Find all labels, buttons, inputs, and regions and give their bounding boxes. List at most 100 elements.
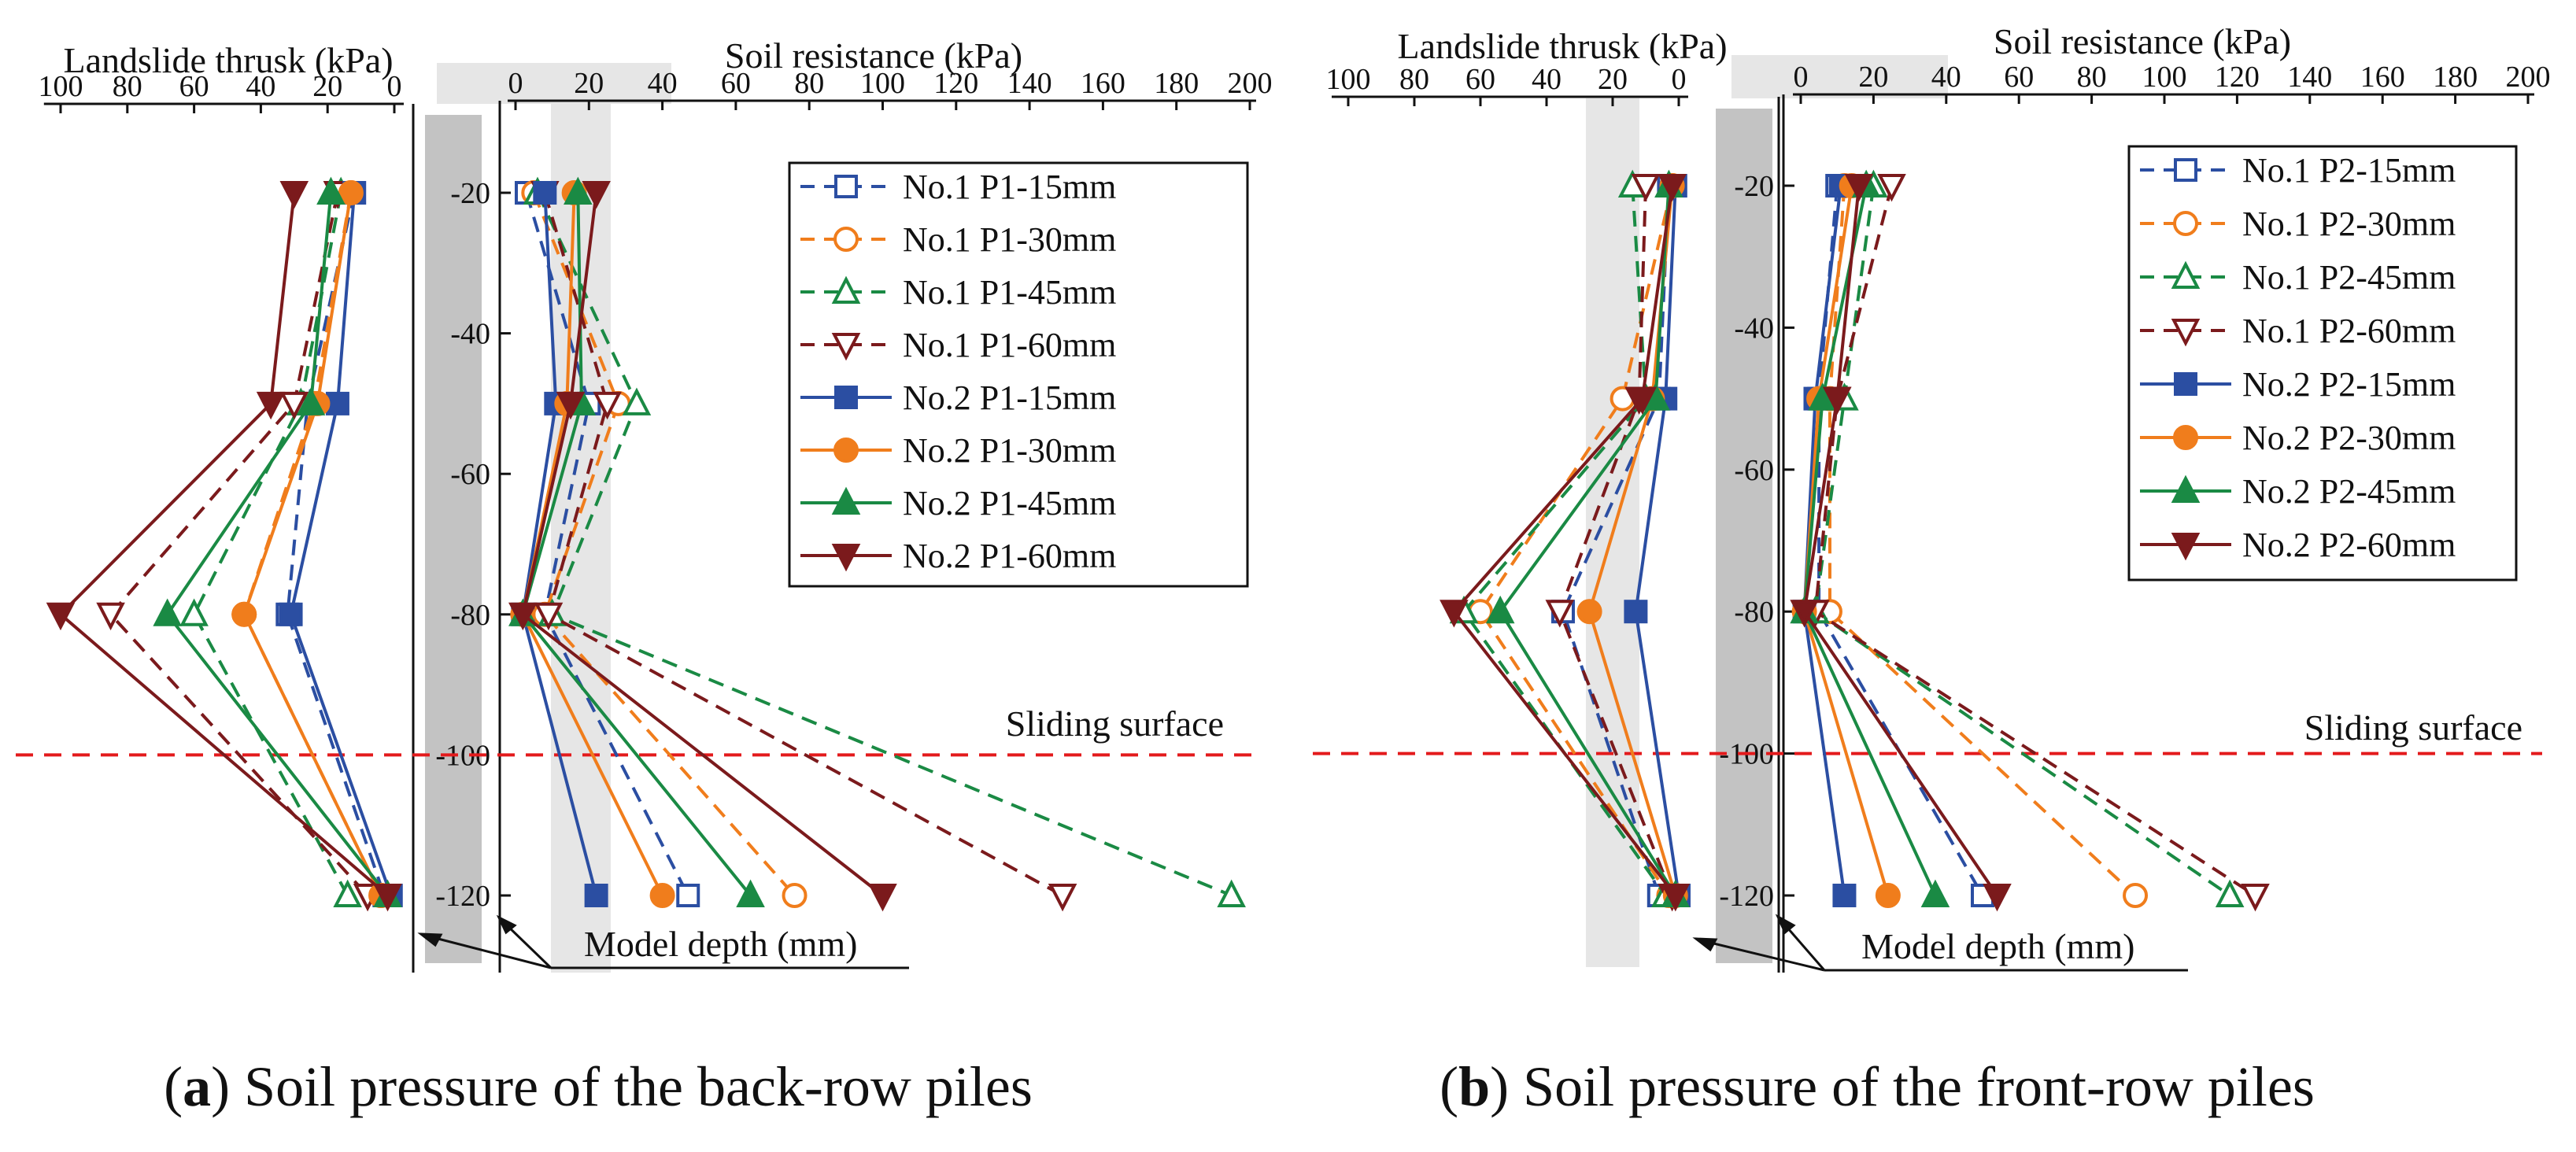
panel-a-series-1-resistance-point — [676, 884, 700, 907]
panel-a-resistance-tick-label: 160 — [1081, 67, 1125, 100]
panel-a-series-4-thrust-point — [96, 602, 125, 631]
panel-b-series-4-resistance-line — [1813, 185, 2256, 897]
panel-b-resistance-tick-label: 80 — [2077, 61, 2107, 94]
panel-a-caption-text: Soil pressure of the back-row piles — [230, 1055, 1033, 1118]
panel-b-thrust-tick-label: 80 — [1399, 63, 1429, 96]
panel-a-thrust-tick-label: 0 — [387, 70, 402, 103]
panel-a-series-7-thrust-line — [165, 192, 390, 897]
panel-a-series-8-thrust-line — [58, 192, 389, 897]
panel-a-right-axis-title: Soil resistance (kPa) — [725, 35, 1022, 76]
panel-b-legend-label: No.2 P2-30mm — [2242, 419, 2456, 457]
panel-b-legend-marker — [2171, 474, 2201, 503]
panel-b-right-axis-title: Soil resistance (kPa) — [1994, 21, 2291, 61]
panel-b-light-band-top — [1732, 55, 1948, 98]
panel-a-caption: (a) Soil pressure of the back-row piles — [164, 1055, 1033, 1118]
panel-a-series-1-resistance-line — [525, 192, 690, 896]
panel-b-depth-tick-label: -20 — [1734, 170, 1774, 203]
panel-b-legend-label: No.2 P2-15mm — [2242, 365, 2456, 404]
panel-b-legend-label: No.1 P2-60mm — [2242, 312, 2456, 350]
panel-b-series-7-thrust-line — [1498, 185, 1677, 897]
panel-b-series-4-thrust-point — [1631, 174, 1661, 202]
panel-a-series-7-resistance-line — [521, 192, 752, 897]
panel-b-series-8-resistance-point — [1983, 884, 2012, 912]
panel-a-legend-marker — [831, 544, 861, 572]
panel-a-resistance-tick-label: 140 — [1007, 67, 1052, 100]
panel-a-series-3-resistance-point — [622, 387, 652, 415]
panel-a-thrust-tick-label: 60 — [179, 70, 209, 103]
panel-b-legend-label: No.1 P2-45mm — [2242, 258, 2456, 297]
panel-a-resistance-tick-label: 100 — [860, 67, 905, 100]
panel-b-legend-marker — [2173, 425, 2198, 450]
panel-a-legend-box — [788, 161, 1249, 588]
panel-b-series-7-thrust-point — [1485, 595, 1515, 624]
panel-a-caption-open: ( — [164, 1055, 183, 1118]
panel-a-series-7-thrust-point — [153, 598, 182, 626]
panel-a-legend-label: No.1 P1-15mm — [903, 168, 1116, 206]
panel-b-resistance-tick-label: 160 — [2360, 61, 2405, 94]
panel-b-series-8-thrust-point — [1440, 600, 1469, 628]
panel-a-resistance-tick-label: 120 — [933, 67, 978, 100]
panel-b-series-4-thrust-line — [1558, 185, 1674, 896]
panel-a-thrust-tick-label: 80 — [113, 70, 142, 103]
panel-b-depth-title-callout — [1692, 914, 2188, 972]
panel-a-depth-axis-title: Model depth (mm) — [584, 924, 858, 964]
panel-a-series-8-resistance-point — [868, 884, 897, 912]
panel-a-series-6-thrust-line — [242, 192, 383, 896]
panel-a-series-4-resistance-line — [543, 192, 1064, 897]
panel-a-series-6-resistance-line — [521, 192, 664, 896]
panel-a-light-band-top — [437, 63, 671, 104]
panel-a-series-8-thrust-point — [279, 181, 309, 209]
panel-a-series-1-thrust-line — [286, 192, 386, 896]
panel-b-series-5-thrust-line — [1634, 185, 1680, 896]
panel-b-legend-marker — [2174, 372, 2197, 396]
panel-a-series-4-thrust-line — [108, 192, 369, 897]
panel-a-depth-title-callout — [417, 914, 909, 969]
panel-a-resistance-tick-label: 60 — [721, 67, 751, 100]
panel-b-series-2-resistance-line — [1828, 185, 2137, 897]
panel-a-legend-marker — [834, 175, 858, 198]
panel-a-depth-tick-label: -40 — [450, 318, 490, 351]
panel-a-thrust-tick-label: 40 — [246, 70, 275, 103]
panel-a-resistance-tick-label: 80 — [794, 67, 824, 100]
panel-a-depth-tick-label: -120 — [435, 880, 490, 913]
panel-b-resistance-tick-label: 180 — [2433, 61, 2478, 94]
panel-a-series-4-thrust-point — [279, 391, 309, 420]
panel-b-resistance-tick-label: 140 — [2287, 61, 2332, 94]
panel-a-series-8-resistance-line — [521, 192, 884, 897]
panel-a-series-5-thrust-point — [279, 602, 303, 626]
panel-a-legend-label: No.2 P1-60mm — [903, 537, 1116, 575]
panel-a-series-8-thrust-point — [46, 602, 76, 631]
panel-b-resistance-tick-label: 100 — [2142, 61, 2187, 94]
panel-b-depth-tick-label: -60 — [1734, 454, 1774, 487]
panel-a-series-6-resistance-point — [649, 883, 675, 908]
panel-b-series-6-thrust-point — [1576, 599, 1602, 625]
panel-b-legend-label: No.1 P2-15mm — [2242, 151, 2456, 190]
panel-b-legend-label: No.1 P2-30mm — [2242, 205, 2456, 243]
panel-a-series-4-resistance-point — [534, 602, 564, 631]
panel-a-series-8-resistance-point — [556, 391, 586, 420]
panel-a-series-5-resistance-point — [584, 884, 608, 907]
panel-a-pile-shading — [425, 115, 482, 963]
panel-b-series-6-resistance-point — [1875, 883, 1901, 908]
panel-a-series-7-resistance-point — [564, 176, 593, 205]
panel-a-series-7-thrust-point — [296, 387, 326, 415]
panel-b-series-5-resistance-point — [1832, 884, 1857, 907]
panel-b-depth-axis-title: Model depth (mm) — [1861, 926, 2135, 966]
panel-b-depth-tick-label: -40 — [1734, 312, 1774, 345]
panel-b-caption-open: ( — [1440, 1055, 1458, 1118]
panel-b-resistance-tick-label: 60 — [2004, 61, 2034, 94]
panel-a-series-2-resistance-point — [782, 883, 808, 908]
panel-b-pile-shading — [1716, 109, 1772, 963]
panel-b-series-8-resistance-point — [1822, 386, 1852, 415]
panel-b-legend-marker — [2171, 260, 2201, 289]
panel-b-resistance-tick-label: 120 — [2215, 61, 2260, 94]
panel-b-resistance-tick-label: 0 — [1794, 61, 1809, 94]
panel-a-series-6-thrust-point — [338, 180, 364, 205]
panel-a-series-7-thrust-point — [316, 176, 346, 205]
panel-b-depth-tick-label: -120 — [1719, 880, 1774, 913]
panel-a-depth-tick-label: -80 — [450, 599, 490, 632]
